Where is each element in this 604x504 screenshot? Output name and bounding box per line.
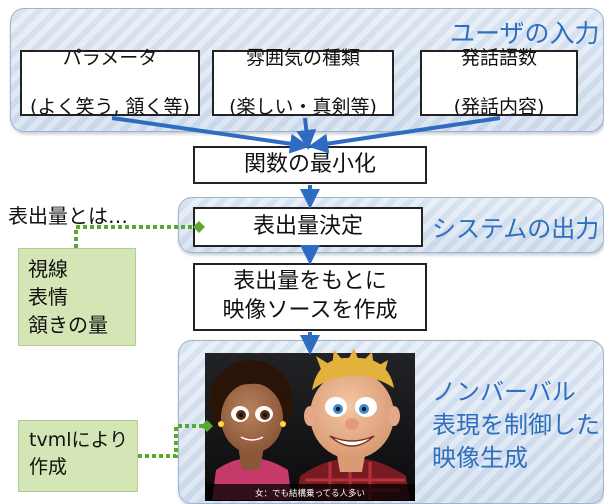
system-output-label: システムの出力 [432,215,600,243]
tvml-note-box: tvmlにより 作成 [18,420,138,492]
atmosphere-box: 雰囲気の種類 (楽しい・真剣等) [212,46,394,119]
parameter-title: パラメータ [62,46,158,69]
user-input-label: ユーザの入力 [450,19,600,48]
connector-diamond-video [201,420,213,432]
arrow-parameter-to-minimize [111,116,310,154]
connector-items-to-decision [74,225,196,248]
parameter-box: パラメータ (よく笑う, 頷く等) [20,46,200,119]
parameter-detail: (よく笑う, 頷く等) [30,96,190,119]
video-source-box: 表出量をもとに 映像ソースを作成 [193,263,427,331]
expression-question: 表出量とは… [8,204,128,228]
connector-tvml-to-video [138,424,204,458]
utterance-detail: (発話内容) [453,96,545,119]
expression-items-box: 視線 表情 頷きの量 [18,248,136,346]
arrow-utterance-to-minimize [308,116,501,154]
atmosphere-title: 雰囲気の種類 [245,46,360,69]
atmosphere-detail: (楽しい・真剣等) [229,96,377,119]
nonverbal-label: ノンバーバル 表現を制御した 映像生成 [432,378,600,473]
connector-diamond-decision [193,221,205,233]
arrow-atmosphere-to-minimize [296,117,317,150]
utterance-title: 発話語数 [460,46,537,69]
utterance-box: 発話語数 (発話内容) [420,46,578,119]
